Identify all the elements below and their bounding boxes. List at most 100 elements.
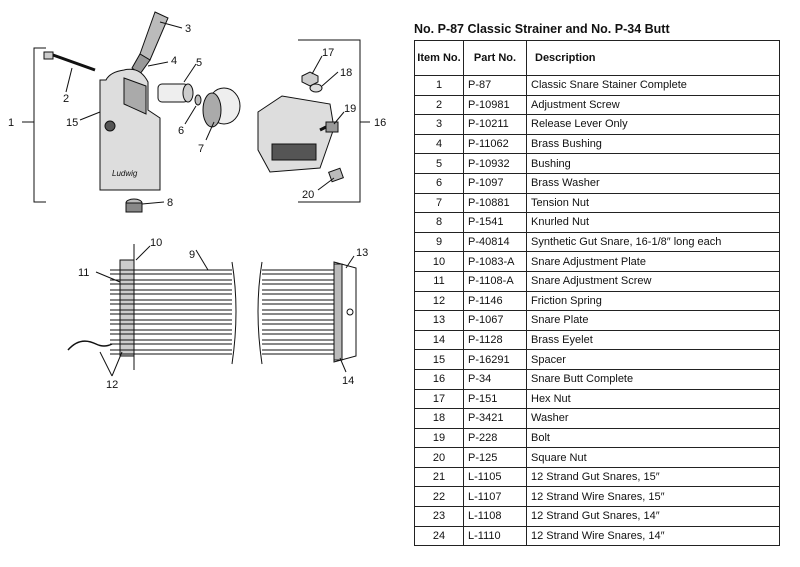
table-header-row: Item No. Part No. Description xyxy=(414,40,780,76)
item-number: 12 xyxy=(414,290,464,312)
part-number: P-16291 xyxy=(463,349,527,370)
callout-20: 20 xyxy=(302,189,314,201)
part-description: Friction Spring xyxy=(526,290,780,312)
part-number: P-11062 xyxy=(463,133,527,155)
part-description: 12 Strand Gut Snares, 14″ xyxy=(526,506,780,527)
item-number: 11 xyxy=(414,270,464,292)
hex-nut xyxy=(301,71,319,87)
part-number: L-1107 xyxy=(463,486,527,508)
washer xyxy=(309,83,323,93)
part-description: Snare Adjustment Plate xyxy=(526,251,780,272)
callout-17: 17 xyxy=(322,47,334,59)
callout-14: 14 xyxy=(342,375,354,387)
item-number: 16 xyxy=(414,368,464,390)
part-description: 12 Strand Wire Snares, 15″ xyxy=(526,486,780,508)
part-description: Brass Washer xyxy=(526,172,780,194)
part-description: Washer xyxy=(526,408,780,429)
part-number: P-1146 xyxy=(463,290,527,312)
release-lever xyxy=(131,11,169,75)
part-description: Spacer xyxy=(526,349,780,370)
callout-7: 7 xyxy=(198,143,204,155)
part-number: L-1110 xyxy=(463,525,527,547)
item-number: 22 xyxy=(414,486,464,508)
item-number: 7 xyxy=(414,192,464,214)
part-description: Synthetic Gut Snare, 16-1/8″ long each xyxy=(526,231,780,253)
part-description: Adjustment Screw xyxy=(526,94,780,116)
item-number: 13 xyxy=(414,310,464,331)
callout-19: 19 xyxy=(344,103,356,115)
part-description: Tension Nut xyxy=(526,192,780,214)
part-number: P-125 xyxy=(463,447,527,468)
square-nut xyxy=(328,167,344,183)
part-description: Release Lever Only xyxy=(526,114,780,135)
snare-strands xyxy=(110,269,334,355)
item-number: 20 xyxy=(414,447,464,468)
item-number: 5 xyxy=(414,153,464,174)
part-number: P-1083-A xyxy=(463,251,527,272)
exploded-parts-diagram: Ludwig xyxy=(8,11,386,391)
callout-3: 3 xyxy=(185,23,191,35)
item-number: 9 xyxy=(414,231,464,253)
callout-4: 4 xyxy=(171,55,177,67)
callout-12: 12 xyxy=(106,379,118,391)
part-description: Classic Snare Stainer Complete xyxy=(526,75,780,96)
item-no-header: Item No. xyxy=(414,40,464,76)
part-description: Brass Eyelet xyxy=(526,329,780,351)
adjustment-screw xyxy=(43,51,96,72)
part-number: P-1067 xyxy=(463,310,527,331)
strainer-logo-text: Ludwig xyxy=(112,169,138,178)
part-no-header: Part No. xyxy=(463,40,527,76)
part-number: P-40814 xyxy=(463,231,527,253)
part-description: Brass Bushing xyxy=(526,133,780,155)
part-number: L-1105 xyxy=(463,466,527,488)
part-number: P-1097 xyxy=(463,172,527,194)
part-number: P-3421 xyxy=(463,408,527,429)
callout-13: 13 xyxy=(356,247,368,259)
item-number: 4 xyxy=(414,133,464,155)
callout-5: 5 xyxy=(196,57,202,69)
item-number: 24 xyxy=(414,525,464,547)
part-description: Snare Butt Complete xyxy=(526,368,780,390)
part-number: P-10981 xyxy=(463,94,527,116)
item-number: 17 xyxy=(414,388,464,410)
item-number: 23 xyxy=(414,506,464,527)
callout-16: 16 xyxy=(374,117,386,129)
part-description: Snare Plate xyxy=(526,310,780,331)
brass-washer xyxy=(194,94,202,106)
part-number: P-10881 xyxy=(463,192,527,214)
item-number: 2 xyxy=(414,94,464,116)
part-description: Bushing xyxy=(526,153,780,174)
part-description: 12 Strand Gut Snares, 15″ xyxy=(526,466,780,488)
item-number: 19 xyxy=(414,427,464,449)
part-number: P-1541 xyxy=(463,212,527,233)
item-number: 18 xyxy=(414,408,464,429)
part-number: P-34 xyxy=(463,368,527,390)
callout-18: 18 xyxy=(340,67,352,79)
callout-10: 10 xyxy=(150,237,162,249)
part-description: Knurled Nut xyxy=(526,212,780,233)
part-number: P-151 xyxy=(463,388,527,410)
part-description: Square Nut xyxy=(526,447,780,468)
part-description: Hex Nut xyxy=(526,388,780,410)
strainer-bracket xyxy=(33,47,46,203)
part-description: 12 Strand Wire Snares, 14″ xyxy=(526,525,780,547)
part-number: P-1128 xyxy=(463,329,527,351)
callout-15: 15 xyxy=(66,117,78,129)
